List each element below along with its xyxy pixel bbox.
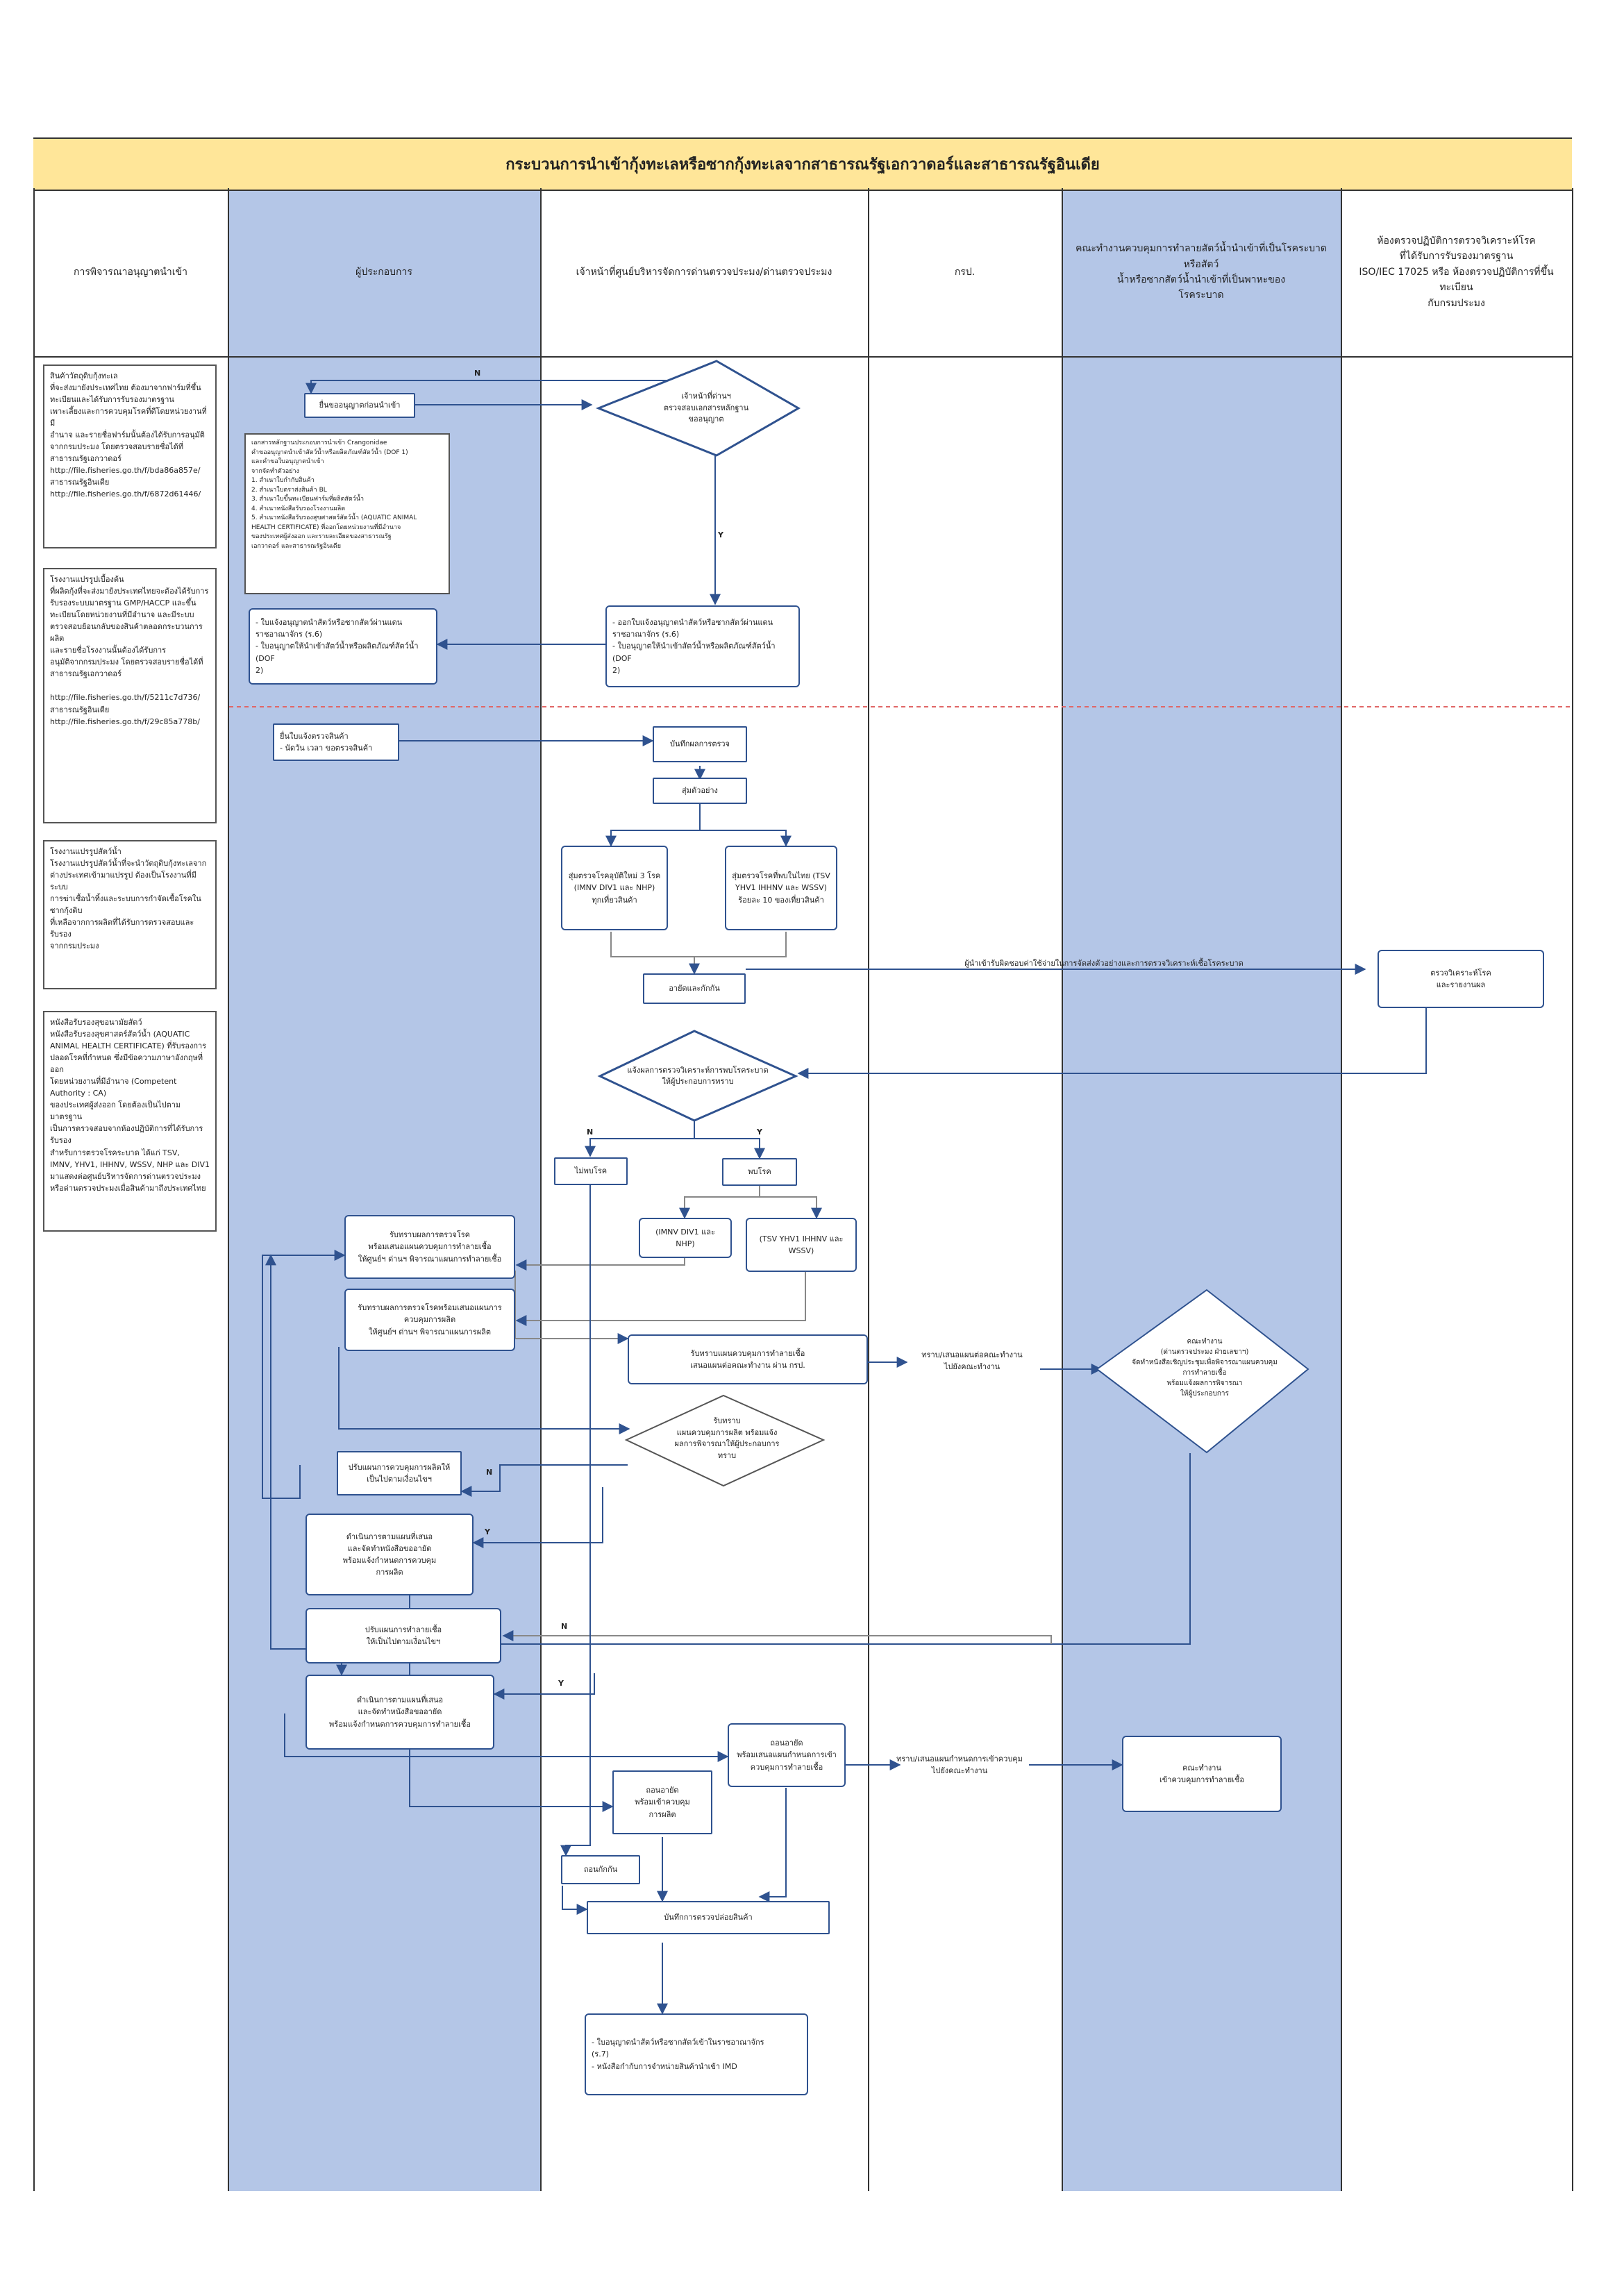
krp-forward-plan: ทราบ/เสนอแผนต่อคณะทำงาน ไปยังคณะทำงาน: [921, 1350, 1023, 1371]
execute-production-plan: ดำเนินการตามแผนที่เสนอ และจัดทำหนังสือขอ…: [305, 1514, 474, 1595]
edge-dis-no: [502, 1630, 1052, 1644]
submit-permit-box: ยื่นขออนุญาตก่อนนำเข้า: [304, 393, 415, 418]
edge-notfound-down: [560, 1184, 591, 1857]
operator-production-plan: รับทราบผลการตรวจโรคพร้อมเสนอแผนการ ควบคุ…: [344, 1289, 515, 1351]
lane-divider: [1062, 188, 1063, 2191]
committee-control-box: คณะทำงาน เข้าควบคุมการทำลายเชื้อ: [1122, 1736, 1282, 1812]
note-health-certificate: หนังสือรับรองสุขอนามัยสัตว์ หนังสือรับรอ…: [43, 1011, 217, 1232]
edge-found-split-b: [760, 1196, 822, 1219]
adjust-disinfection-plan: ปรับแผนการทำลายเชื้อ ให้เป็นไปตามเงื่อนไ…: [305, 1608, 501, 1664]
note-farm-requirements: สินค้าวัตถุดิบกุ้งทะเล ที่จะส่งมายังประเ…: [43, 364, 217, 548]
request-inspection-box: ยื่นใบแจ้งตรวจสินค้า - นัดวัน เวลา ขอตรว…: [273, 723, 399, 761]
seal-quarantine-box: อายัดและกักกัน: [643, 973, 746, 1004]
decision-notify-result-text: แจ้งผลการตรวจวิเคราะห์การพบโรคระบาด ให้ผ…: [627, 1065, 769, 1087]
execute-disinfection-plan: ดำเนินการตามแผนที่เสนอ และจัดทำหนังสือขอ…: [305, 1675, 494, 1750]
label-no: N: [474, 369, 481, 378]
sample-local-diseases: สุ่มตรวจโรคที่พบในไทย (TSV YHV1 IHHNV แล…: [725, 846, 837, 930]
found-local-box: (TSV YHV1 IHHNV และ WSSV): [746, 1218, 857, 1272]
label-no: N: [587, 1128, 594, 1137]
edge-lab-to-notify: [797, 1008, 1427, 1079]
final-documents-box: - ใบอนุญาตนำสัตว์หรือซากสัตว์เข้าในราชอา…: [585, 2013, 808, 2095]
lane-header-krp: กรป.: [954, 266, 976, 278]
edge-sample-split-a: [605, 804, 701, 847]
adjust-production-plan: ปรับแผนการควบคุมการผลิตให้ เป็นไปตามเงื่…: [337, 1451, 462, 1495]
found-emerging-box: (IMNV DIV1 และ NHP): [639, 1218, 732, 1258]
release-quarantine-box: ถอนกักกัน: [561, 1855, 640, 1884]
edge-found-split-a: [679, 1186, 760, 1219]
lane-header-committee: คณะทำงานควบคุมการทำลายสัตว์น้ำนำเข้าที่เ…: [1075, 243, 1327, 301]
lane-header-permit: การพิจารณาอนุญาตนำเข้า: [73, 266, 188, 278]
note-primary-plant: โรงงานแปรรูปเบื้องต้น ที่ผลิตกุ้งที่จะส่…: [43, 568, 217, 823]
lane-divider: [33, 188, 35, 2191]
lane-divider: [1341, 188, 1342, 2191]
edge-fix-prod-loop: [262, 1250, 346, 1499]
edge-sample-split-b: [700, 830, 792, 847]
edge-relprod-to-record: [758, 1788, 787, 1902]
lane-divider: [228, 188, 229, 2191]
decision-officer-plan-text: รับทราบ แผนควบคุมการผลิต พร้อมแจ้ง ผลการ…: [674, 1416, 780, 1460]
lane-header-laboratory: ห้องตรวจปฏิบัติการตรวจวิเคราะห์โรค ที่ได…: [1359, 235, 1554, 309]
decision-committee-text: คณะทำงาน (ด่านตรวจประมง ฝ่ายเลขาฯ) จัดทำ…: [1132, 1338, 1278, 1398]
edge-offdec-no: [460, 1464, 628, 1497]
edge-found-b-to-control: [515, 1272, 806, 1326]
edge-notify-split-y: [694, 1138, 765, 1159]
krp-forward-schedule: ทราบ/เสนอแผนกำหนดการเข้าควบคุม ไปยังคณะท…: [896, 1754, 1023, 1775]
lab-cost-note: ผู้นำเข้ารับผิดชอบค่าใช้จ่ายในการจัดส่งต…: [964, 959, 1244, 968]
issue-permit-box: - ออกใบแจ้งอนุญาตนำสัตว์หรือซากสัตว์ผ่าน…: [605, 605, 800, 687]
sampling-box: สุ่มตัวอย่าง: [653, 778, 747, 804]
found-box: พบโรค: [722, 1158, 797, 1186]
edge-release-to-record: [562, 1886, 588, 1915]
edge-offdec-yes: [472, 1487, 603, 1548]
not-found-box: ไม่พบโรค: [554, 1157, 628, 1185]
officer-release-disinfection: ถอนอายัด พร้อมเสนอแผนกำหนดการเข้า ควบคุม…: [728, 1723, 846, 1787]
label-no: N: [486, 1468, 493, 1477]
lab-analysis-box: ตรวจวิเคราะห์โรค และรายงานผล: [1378, 950, 1544, 1008]
lane-divider: [868, 188, 869, 2191]
operator-disinfection-plan: รับทราบผลการตรวจโรค พร้อมเสนอแผนควบคุมกา…: [344, 1215, 515, 1279]
lane-header-inspection-officer: เจ้าหน้าที่ศูนย์บริหารจัดการด่านตรวจประม…: [576, 266, 832, 278]
diagram-title: กระบวนการนำเข้ากุ้งทะเลหรือซากกุ้งทะเลจา…: [33, 137, 1572, 191]
sample-emerging-diseases: สุ่มตรวจโรคอุบัติใหม่ 3 โรค (IMNV DIV1 แ…: [561, 846, 668, 930]
edge-control-to-offdec: [338, 1347, 630, 1434]
lane-divider: [1572, 188, 1573, 2191]
lane-header-operator: ผู้ประกอบการ: [355, 266, 412, 278]
label-yes: Y: [718, 530, 723, 539]
record-inspection-box: บันทึกผลการตรวจ: [653, 726, 747, 762]
label-yes: Y: [757, 1128, 762, 1137]
edge-dis-yes: [493, 1673, 595, 1700]
edge-fix-dis-loop: [265, 1254, 305, 1650]
operator-receives-permit: - ใบแจ้งอนุญาตนำสัตว์หรือซากสัตว์ผ่านแดน…: [249, 608, 437, 685]
edge-notify-split-n: [585, 1119, 695, 1157]
edge-samples-to-seal: [610, 932, 787, 973]
record-release-box: บันทึกการตรวจปล่อยสินค้า: [587, 1901, 830, 1934]
label-yes: Y: [485, 1527, 490, 1536]
officer-release-production: ถอนอายัด พร้อมเข้าควบคุม การผลิต: [612, 1770, 712, 1834]
decision-review-docs-text: เจ้าหน้าที่ด่านฯ ตรวจสอบเอกสารหลักฐาน ขอ…: [663, 392, 749, 424]
lane-divider: [540, 188, 542, 2191]
edge-do-dis-to-release: [284, 1713, 729, 1762]
note-processing-plant: โรงงานแปรรูปสัตว์น้ำ โรงงานแปรรูปสัตว์น้…: [43, 840, 217, 989]
label-no: N: [561, 1622, 568, 1631]
edge-found-a-to-dispose: [515, 1258, 685, 1271]
lane-background-committee: [1062, 188, 1341, 2191]
header-divider: [33, 356, 1573, 358]
label-yes: Y: [558, 1679, 564, 1688]
edge-dispose-to-offplan: [514, 1271, 629, 1344]
officer-plan-receive: รับทราบแผนควบคุมการทำลายเชื้อ เสนอแผนต่อ…: [628, 1334, 868, 1384]
required-documents-box: เอกสารหลักฐานประกอบการนำเข้า Crangonidae…: [244, 433, 450, 594]
